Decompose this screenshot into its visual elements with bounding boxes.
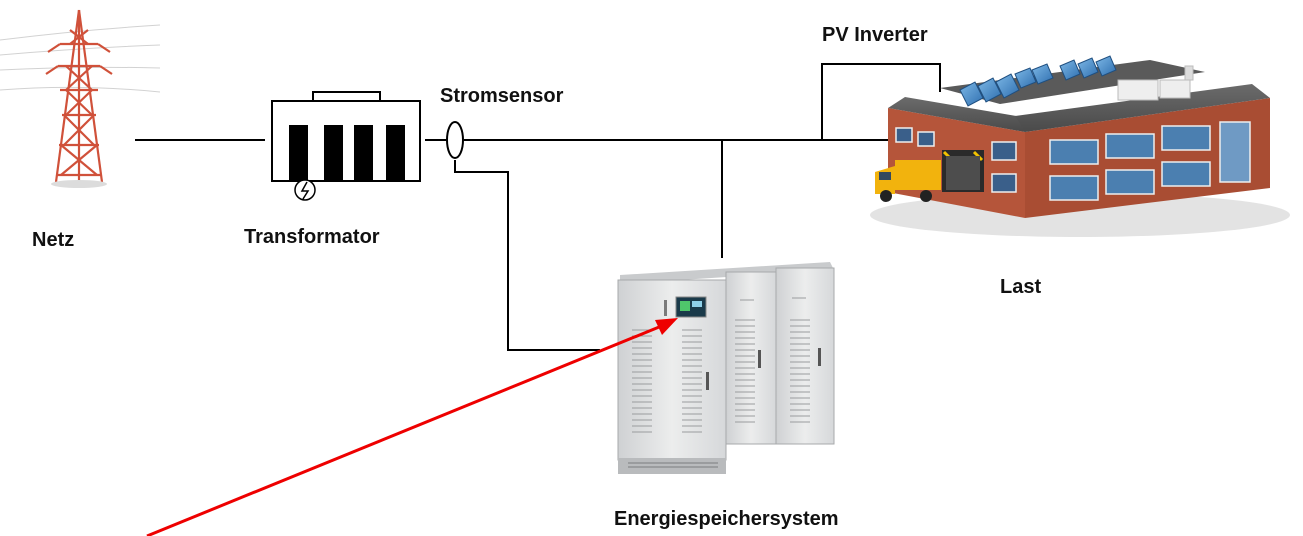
label-last: Last bbox=[1000, 276, 1042, 298]
label-pv-inverter: PV Inverter bbox=[822, 24, 928, 46]
wiring bbox=[135, 63, 941, 351]
label-transformator: Transformator bbox=[244, 226, 380, 248]
label-energiespeichersystem: Energiespeichersystem bbox=[614, 508, 839, 530]
label-netz: Netz bbox=[32, 229, 75, 251]
transformer-symbol-icon bbox=[271, 91, 421, 201]
label-stromsensor: Stromsensor bbox=[440, 85, 564, 107]
current-sensor-icon bbox=[446, 121, 464, 159]
commercial-building-with-solar-panels-icon bbox=[870, 55, 1290, 237]
red-arrow-icon bbox=[146, 318, 678, 536]
truck-icon bbox=[875, 160, 941, 202]
wire-sensor-signal bbox=[454, 160, 600, 351]
wire-pv-inverter-branch bbox=[821, 63, 941, 140]
power-line-tower-icon bbox=[0, 9, 161, 188]
energy-storage-cabinet-icon bbox=[617, 262, 835, 474]
